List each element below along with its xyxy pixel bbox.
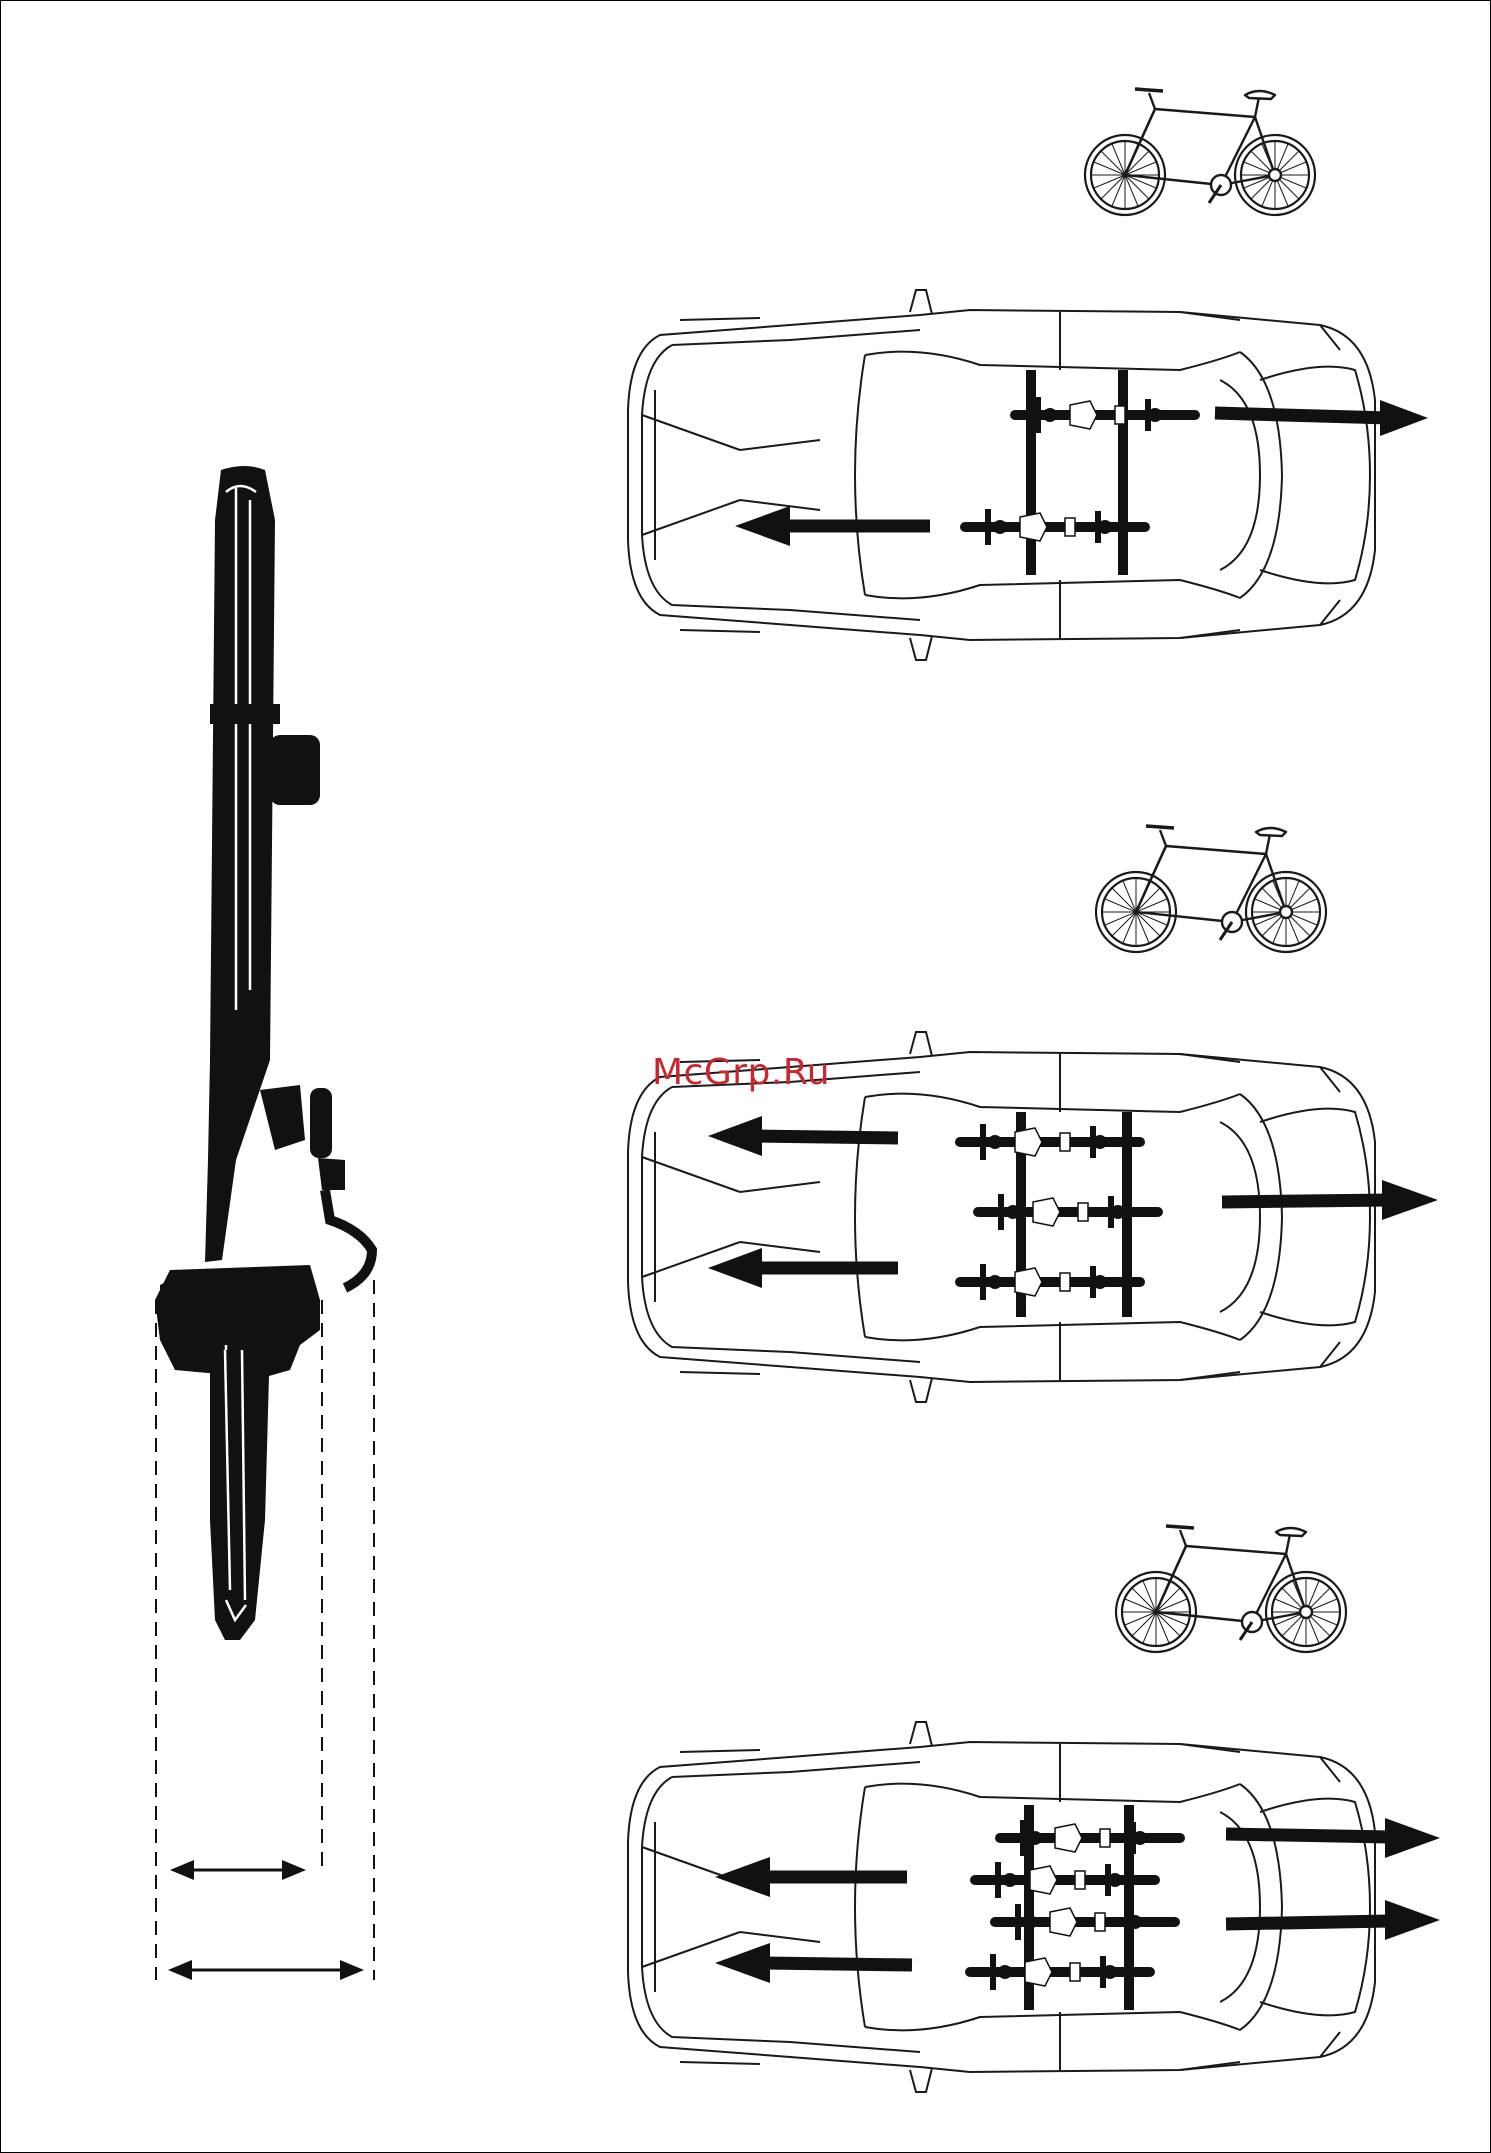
car-top-view-icon bbox=[628, 290, 1375, 660]
double-arrow-icon bbox=[168, 1960, 364, 1980]
rearward-arrow bbox=[708, 1116, 898, 1156]
roof-rack-bars bbox=[1026, 370, 1128, 575]
panel-four-bikes bbox=[628, 1526, 1440, 2092]
rearward-arrow bbox=[715, 1857, 907, 1897]
roof-bike bbox=[1010, 397, 1200, 433]
bike-front-silhouette-icon bbox=[155, 466, 372, 1640]
car-top-view-icon bbox=[628, 1722, 1375, 2092]
rearward-arrow bbox=[708, 1248, 898, 1288]
bicycle-side-icon bbox=[1096, 826, 1326, 952]
rearward-arrow bbox=[735, 506, 930, 546]
roof-bike bbox=[990, 1904, 1180, 1940]
bicycle-side-icon bbox=[1085, 89, 1315, 215]
bicycle-side-icon bbox=[1116, 1526, 1346, 1652]
rearward-arrow bbox=[715, 1943, 912, 1983]
forward-arrow bbox=[1226, 1818, 1440, 1858]
roof-bike bbox=[955, 1264, 1145, 1300]
double-arrow-icon bbox=[170, 1860, 306, 1880]
panel-three-bikes bbox=[628, 826, 1438, 1402]
roof-bike bbox=[995, 1820, 1185, 1856]
roof-bike bbox=[973, 1194, 1163, 1230]
roof-bike bbox=[955, 1124, 1145, 1160]
panel-two-bikes bbox=[628, 89, 1428, 660]
forward-arrow bbox=[1222, 1180, 1438, 1220]
watermark-text: McGrp.Ru bbox=[652, 1052, 830, 1093]
